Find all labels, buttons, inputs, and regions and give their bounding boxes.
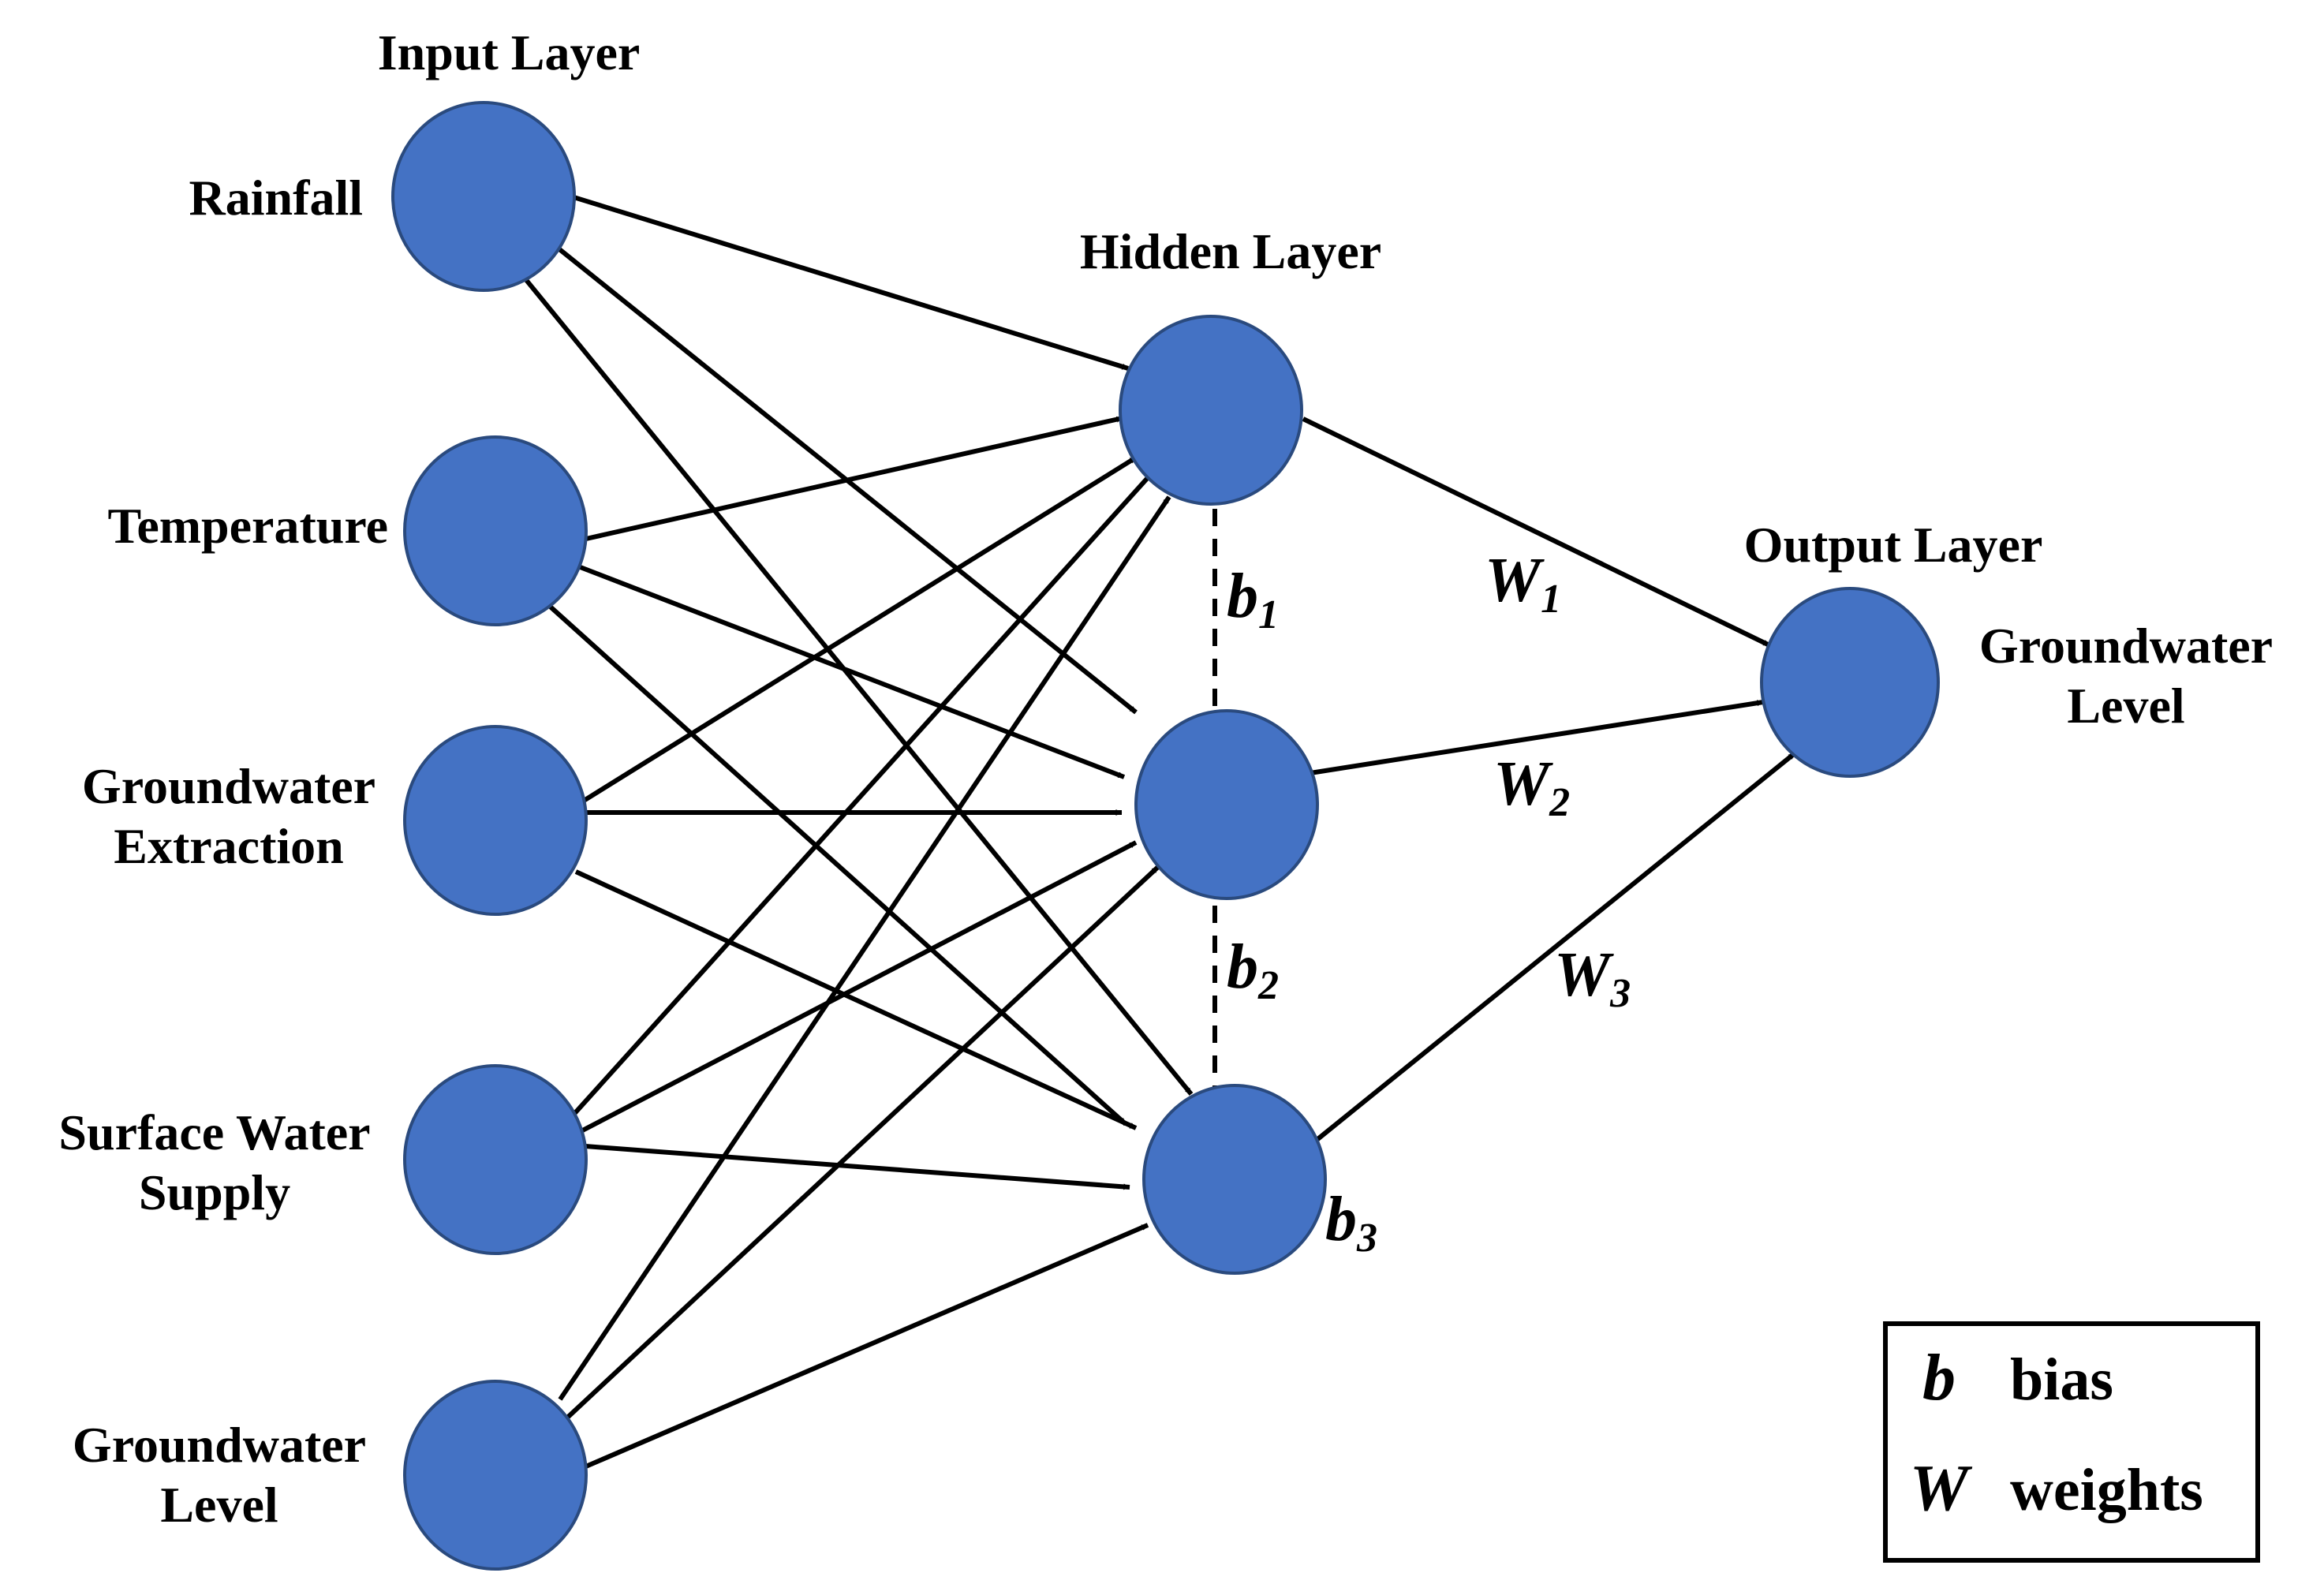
input-label-groundwater-level: Groundwater Level <box>73 1417 366 1533</box>
weight-label-w2: W2 <box>1493 749 1570 825</box>
edge-h3-o1 <box>1310 751 1796 1146</box>
legend-text-weights: weights <box>2010 1457 2203 1523</box>
edge-i1-h1 <box>570 194 1129 371</box>
node-i4 <box>403 1064 588 1255</box>
edge-i4-h2 <box>570 840 1138 1138</box>
node-h3 <box>1142 1084 1327 1275</box>
bias-label-b3: b3 <box>1325 1185 1377 1261</box>
edge-i3-h3 <box>574 869 1138 1130</box>
node-i2 <box>403 435 588 626</box>
input-label-line: Temperature <box>108 498 389 554</box>
input-label-temperature: Temperature <box>108 498 389 554</box>
hidden-layer-title: Hidden Layer <box>1080 223 1381 279</box>
input-label-groundwater-extraction: Groundwater Extraction <box>82 758 376 874</box>
edge-i5-h1 <box>558 495 1171 1401</box>
edge-i5-h3 <box>570 1223 1149 1475</box>
output-label-groundwater-level: Groundwater Level <box>1979 618 2273 734</box>
input-label-line: Surface Water <box>58 1104 370 1160</box>
edge-i2-h1 <box>585 416 1123 541</box>
edge-i3-h1 <box>582 455 1138 803</box>
node-i3 <box>403 725 588 916</box>
edge-h1-o1 <box>1302 417 1771 648</box>
input-label-line: Level <box>160 1477 278 1533</box>
node-layer <box>391 101 1940 1571</box>
node-i5 <box>403 1380 588 1571</box>
bias-label-b2: b2 <box>1227 932 1279 1008</box>
legend-box <box>1883 1321 2260 1563</box>
weight-label-w1: W1 <box>1485 546 1561 622</box>
input-layer-title: Input Layer <box>378 24 641 80</box>
edge-i4-h1 <box>564 471 1154 1125</box>
legend-symbol-w: W <box>1910 1451 1973 1525</box>
node-h2 <box>1134 709 1319 900</box>
input-label-surface-water-supply: Surface Water Supply <box>58 1104 370 1220</box>
edge-i4-h3 <box>585 1144 1130 1190</box>
node-i1 <box>391 101 576 292</box>
edge-i2-h2 <box>566 560 1126 779</box>
bias-label-b1: b1 <box>1227 562 1279 637</box>
edge-i1-h3 <box>521 275 1194 1096</box>
edge-i2-h3 <box>544 601 1128 1126</box>
input-label-rainfall: Rainfall <box>189 170 363 226</box>
input-label-line: Groundwater <box>82 758 376 814</box>
legend-text-bias: bias <box>2010 1347 2113 1413</box>
connection-layer <box>521 194 1796 1475</box>
edge-i5-h2 <box>562 865 1160 1422</box>
edge-h2-o1 <box>1299 700 1764 777</box>
weight-label-w3: W3 <box>1554 940 1631 1016</box>
output-label-line: Level <box>2067 678 2184 734</box>
input-label-line: Supply <box>139 1164 290 1220</box>
node-h1 <box>1119 315 1303 506</box>
node-o1 <box>1760 587 1940 778</box>
input-label-line: Rainfall <box>189 170 363 226</box>
edge-i1-h2 <box>549 240 1138 715</box>
output-layer-title: Output Layer <box>1744 517 2043 573</box>
output-label-line: Groundwater <box>1979 618 2273 674</box>
legend: b bias W weights <box>1883 1321 2260 1563</box>
input-label-line: Extraction <box>114 818 344 874</box>
input-label-line: Groundwater <box>73 1417 366 1473</box>
legend-symbol-b: b <box>1922 1341 1956 1414</box>
